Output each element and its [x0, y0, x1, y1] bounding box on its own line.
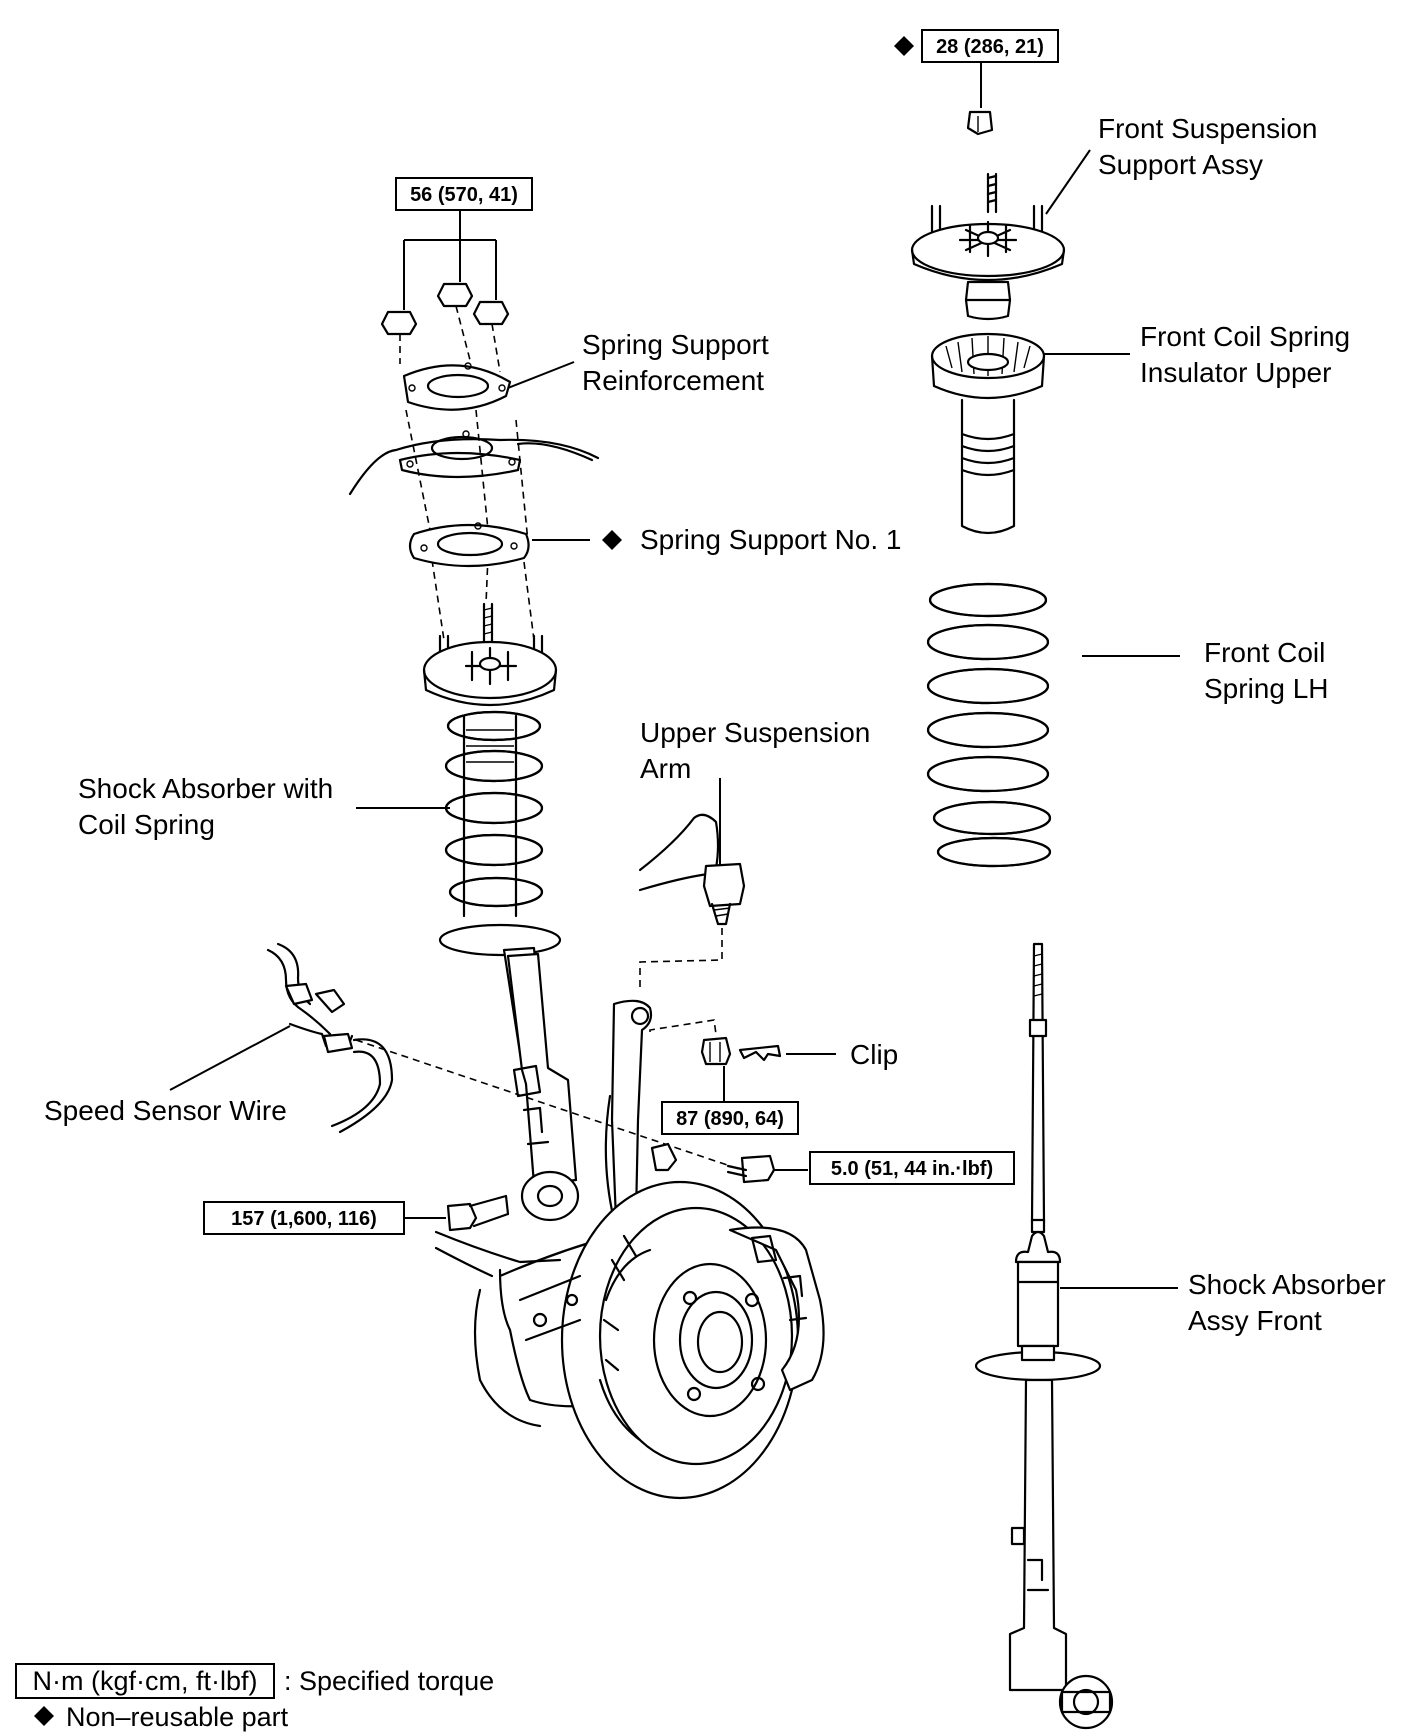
non-reusable-diamond-icon-legend	[34, 1706, 54, 1726]
label-speed-sensor-wire: Speed Sensor Wire	[44, 1095, 287, 1126]
label-shock-absorber-with-coil-spring-1: Shock Absorber with	[78, 773, 333, 804]
sensor-bolt-torque-text: 5.0 (51, 44 in.·lbf)	[831, 1158, 993, 1180]
label-front-coil-spring-insulator-upper-1: Front Coil Spring	[1140, 321, 1350, 352]
label-clip: Clip	[850, 1039, 898, 1070]
label-front-suspension-support-assy-1: Front Suspension	[1098, 113, 1317, 144]
support-nut	[966, 110, 994, 136]
speed-sensor-wire	[266, 942, 394, 1134]
label-upper-suspension-arm-2: Arm	[640, 753, 691, 784]
non-reusable-diamond-icon	[894, 36, 914, 56]
legend-unit-box-text: N·m (kgf·cm, ft·lbf)	[33, 1666, 258, 1696]
label-shock-absorber-assy-front-1: Shock Absorber	[1188, 1269, 1386, 1300]
arm-nut-callout: 87 (890, 64)	[649, 1019, 799, 1135]
label-front-coil-spring-lh-1: Front Coil	[1204, 637, 1325, 668]
sensor-bolt: 5.0 (51, 44 in.·lbf)	[726, 1151, 1015, 1185]
brake-rotor-hub-assembly	[434, 1180, 825, 1500]
knuckle-washer	[650, 1142, 678, 1172]
label-shock-absorber-with-coil-spring-2: Coil Spring	[78, 809, 215, 840]
front-coil-spring-insulator-upper	[930, 332, 1046, 535]
reinforcement-nuts	[380, 282, 510, 336]
label-spring-support-reinforcement-2: Reinforcement	[582, 365, 764, 396]
support-nut-torque-text: 28 (286, 21)	[936, 36, 1044, 58]
non-reusable-diamond-icon-spring-support	[602, 530, 622, 550]
label-shock-absorber-assy-front-2: Assy Front	[1188, 1305, 1322, 1336]
upper-suspension-arm	[638, 813, 746, 926]
reinforcement-nuts-torque-text: 56 (570, 41)	[410, 184, 518, 206]
shock-absorber-assy-front	[974, 942, 1114, 1730]
support-nut-torque-callout: 28 (286, 21)	[894, 29, 1059, 108]
front-suspension-support-assy	[910, 172, 1066, 321]
front-coil-spring-lh	[926, 582, 1052, 868]
spring-support-reinforcement	[402, 362, 512, 411]
label-spring-support-no1: Spring Support No. 1	[640, 524, 902, 555]
label-front-coil-spring-lh-2: Spring LH	[1204, 673, 1329, 704]
reinforcement-nuts-torque-callout: 56 (570, 41)	[395, 177, 533, 310]
lower-bolt-callout: 157 (1,600, 116)	[203, 1194, 510, 1235]
legend: N·m (kgf·cm, ft·lbf) : Specified torque …	[15, 1663, 494, 1732]
legend-unit-description: : Specified torque	[284, 1666, 494, 1696]
label-front-coil-spring-insulator-upper-2: Insulator Upper	[1140, 357, 1331, 388]
shock-absorber-with-coil-spring	[422, 602, 580, 1222]
label-upper-suspension-arm-1: Upper Suspension	[640, 717, 870, 748]
alignment-dash-lines	[399, 305, 535, 641]
lower-bolt-torque-text: 157 (1,600, 116)	[231, 1208, 377, 1230]
spring-support-no1	[408, 522, 530, 568]
arm-nut-torque-text: 87 (890, 64)	[676, 1108, 784, 1130]
spring-tower-panel	[348, 430, 600, 496]
clip	[738, 1044, 782, 1062]
legend-non-reusable-description: Non–reusable part	[66, 1702, 289, 1732]
label-spring-support-reinforcement-1: Spring Support	[582, 329, 769, 360]
label-front-suspension-support-assy-2: Support Assy	[1098, 149, 1263, 180]
